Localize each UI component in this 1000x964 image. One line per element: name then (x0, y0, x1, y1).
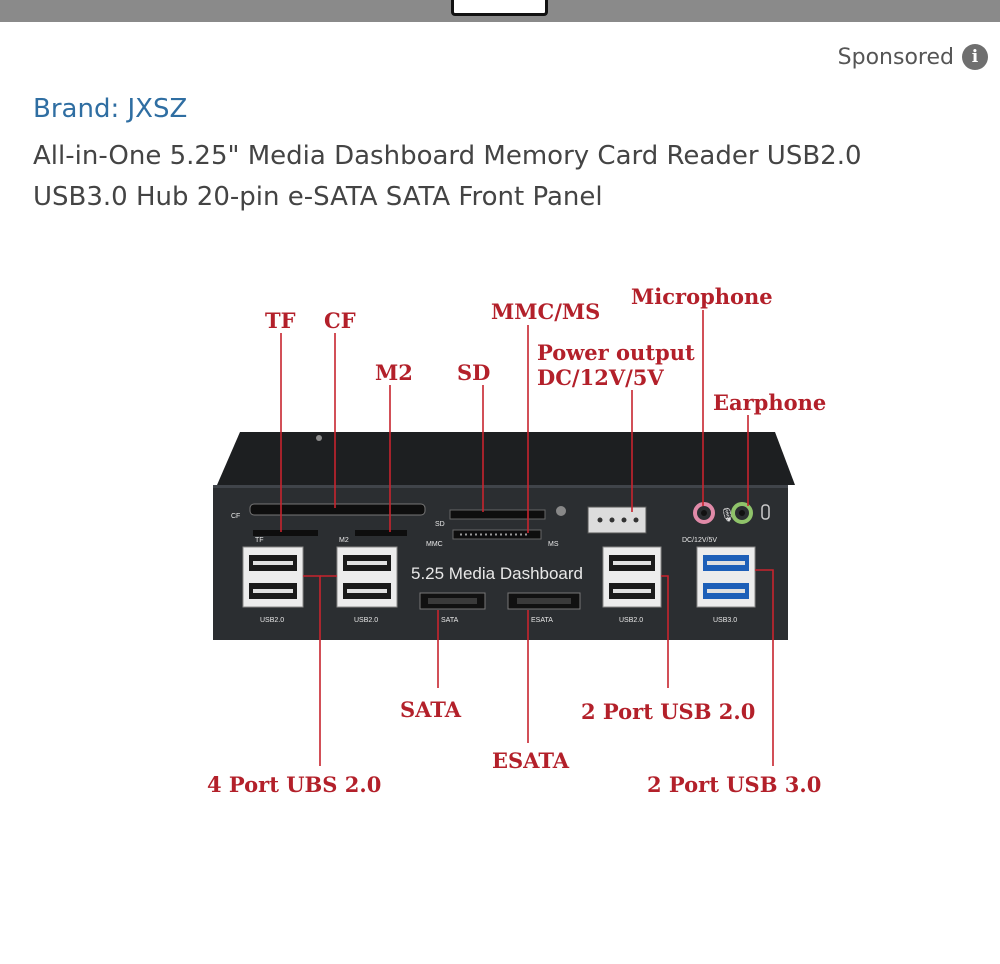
earphone-symbol (761, 504, 770, 520)
panel-label-cf: CF (231, 513, 240, 520)
info-icon[interactable]: i (962, 44, 988, 70)
callout-ubs20-4port: 4 Port UBS 2.0 (207, 772, 381, 797)
panel-label-sata: SATA (441, 617, 459, 624)
callout-earphone: Earphone (713, 390, 826, 415)
product-diagram: 🎙 CF TF M2 SD (207, 284, 826, 797)
callout-esata: ESATA (492, 748, 570, 773)
brand-link[interactable]: Brand: JXSZ (33, 94, 188, 124)
callout-power-line1: Power output (537, 340, 695, 365)
panel-label-dc: DC/12V/5V (682, 537, 717, 544)
browser-top-bar (0, 0, 1000, 22)
sponsored-label: Sponsored (837, 44, 954, 70)
led-indicator (556, 506, 566, 516)
sponsored-badge[interactable]: Sponsored i (838, 44, 988, 70)
panel-label-sd: SD (435, 521, 445, 528)
callout-sd: SD (457, 360, 490, 385)
earphone-jack (731, 502, 753, 524)
chassis-screw (316, 435, 322, 441)
callout-mmc-ms: MMC/MS (491, 299, 600, 324)
callout-usb20-2port: 2 Port USB 2.0 (581, 699, 755, 724)
panel-label-usb3: USB3.0 (713, 617, 737, 624)
microphone-jack (693, 502, 715, 524)
callout-microphone: Microphone (631, 284, 773, 309)
panel-label-mmc: MMC (426, 541, 443, 548)
tf-slot (253, 530, 318, 536)
callout-usb30-2port: 2 Port USB 3.0 (647, 772, 821, 797)
callout-sata: SATA (400, 697, 462, 722)
panel-label-usb2-b: USB2.0 (354, 617, 378, 624)
top-tab-handle[interactable] (451, 0, 548, 16)
callout-lines (280, 310, 774, 766)
callout-cf: CF (324, 308, 356, 333)
panel-label-usb2-a: USB2.0 (260, 617, 284, 624)
product-image[interactable]: 🎙 CF TF M2 SD (195, 280, 845, 810)
callout-tf: TF (265, 308, 296, 333)
panel-label-ms: MS (548, 541, 559, 548)
sd-slot (449, 509, 546, 520)
cf-slot (249, 503, 426, 516)
panel-label-usb2-c: USB2.0 (619, 617, 643, 624)
drive-bay-top (217, 432, 795, 485)
panel-label-m2: M2 (339, 537, 349, 544)
callout-power-line2: DC/12V/5V (537, 365, 664, 390)
m2-slot (355, 530, 407, 536)
panel-label-tf: TF (255, 537, 264, 544)
callout-m2: M2 (375, 360, 413, 385)
panel-label-esata: ESATA (531, 617, 553, 624)
panel-center-label: 5.25 Media Dashboard (411, 564, 583, 583)
product-title[interactable]: All-in-One 5.25" Media Dashboard Memory … (33, 141, 862, 212)
